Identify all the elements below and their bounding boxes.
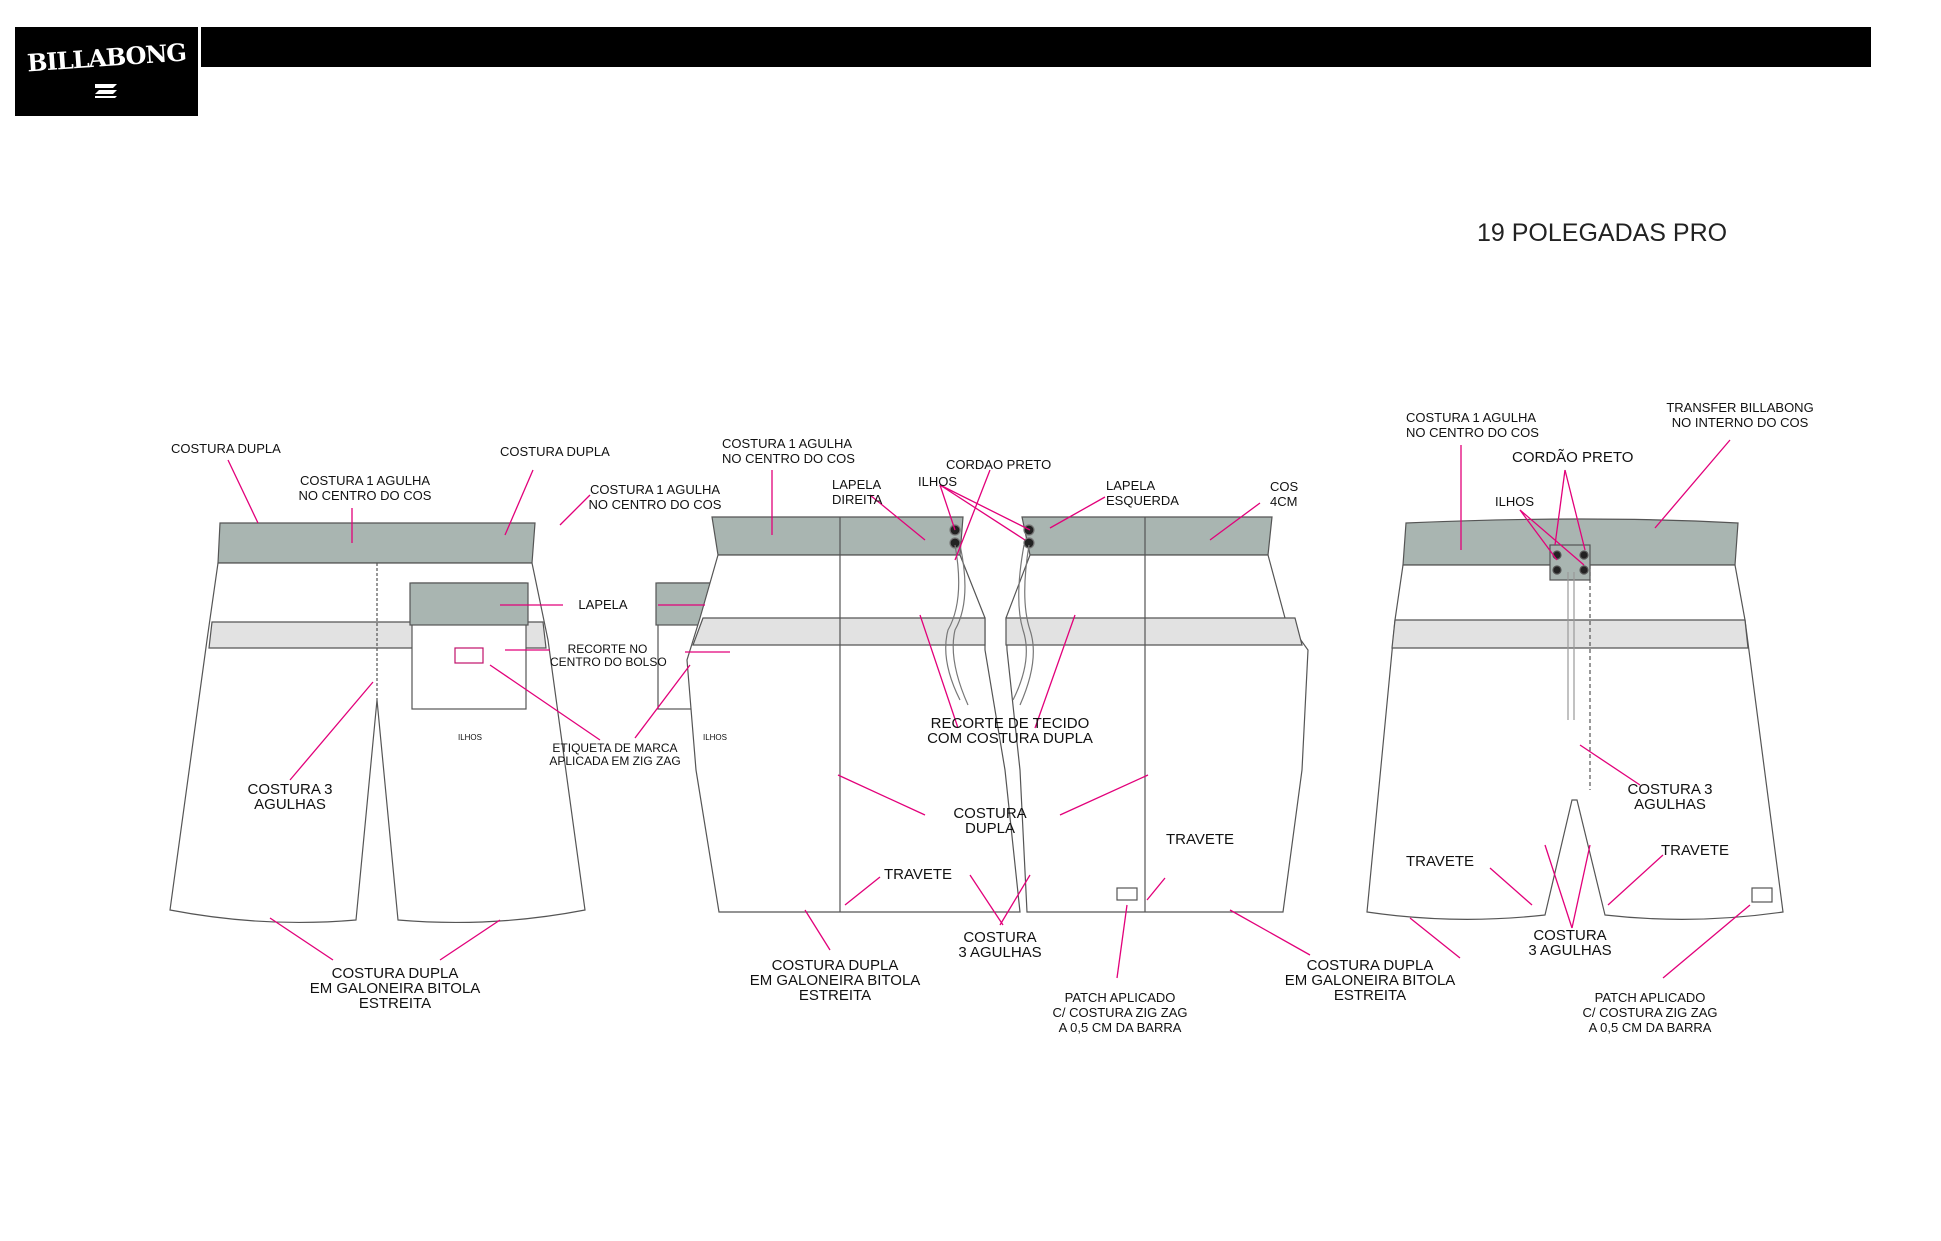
front-left-stripe: [692, 617, 986, 646]
label-right-costura-1-agulha: COSTURA 1 AGULHA NO CENTRO DO COS: [1406, 410, 1539, 440]
label-right-travete-right: TRAVETE: [1660, 842, 1730, 859]
label-right-transfer: TRANSFER BILLABONG NO INTERNO DO COS: [1666, 400, 1814, 430]
label-front-costura-dupla: COSTURA DUPLA: [953, 805, 1027, 837]
right-patch: [1751, 887, 1773, 903]
page-title: 19 POLEGADAS PRO: [1477, 219, 1728, 247]
header-bar: [201, 27, 1871, 67]
front-right-stripe: [1005, 617, 1303, 646]
back-waistband: [217, 522, 536, 564]
label-front-cos: COS 4CM: [1270, 479, 1299, 509]
label-back-costura-dupla-barra: COSTURA DUPLA EM GALONEIRA BITOLA ESTREI…: [309, 965, 481, 1012]
label-right-cordao-preto: CORDÃO PRETO: [1512, 449, 1634, 466]
label-front-lapela-esquerda: LAPELA ESQUERDA: [1106, 478, 1179, 508]
label-front-costura-dupla-barra-left: COSTURA DUPLA EM GALONEIRA BITOLA ESTREI…: [749, 957, 921, 1004]
label-right-costura-3-agulhas-lower: COSTURA 3 AGULHAS: [1528, 927, 1612, 959]
label-front-travete-left: TRAVETE: [883, 866, 953, 883]
brand-wave-icon: [95, 84, 117, 98]
brand-logo: BILLABONG: [15, 27, 198, 116]
label-back-recorte-bolso: RECORTE NO CENTRO DO BOLSO: [550, 642, 667, 669]
label-right-travete-left: TRAVETE: [1405, 853, 1475, 870]
label-front-costura-3-agulhas: COSTURA 3 AGULHAS: [958, 929, 1042, 961]
label-front-lapela-direita: LAPELA DIREITA: [832, 477, 883, 507]
label-back-etiqueta: ETIQUETA DE MARCA APLICADA EM ZIG ZAG: [549, 741, 681, 768]
right-waistband: [1402, 518, 1739, 566]
label-front-cordao-preto: CORDAO PRETO: [946, 457, 1052, 472]
label-right-costura-3-agulhas-upper: COSTURA 3 AGULHAS: [1627, 781, 1713, 813]
front-drawcords: [945, 524, 1035, 706]
label-front-costura-1-agulha: COSTURA 1 AGULHA NO CENTRO DO COS: [722, 436, 855, 466]
label-back-ilhos-right: ILHOS: [702, 733, 727, 742]
back-view-shorts: [169, 522, 586, 924]
front-patch: [1116, 887, 1138, 901]
back-brand-label: [454, 647, 484, 664]
right-stripe: [1391, 619, 1749, 649]
label-back-ilhos-left: ILHOS: [457, 733, 482, 742]
label-back-costura-3-agulhas: COSTURA 3 AGULHAS: [247, 781, 333, 813]
label-front-recorte-tecido: RECORTE DE TECIDO COM COSTURA DUPLA: [927, 715, 1093, 747]
front-left-waistband: [711, 516, 964, 556]
label-front-patch: PATCH APLICADO C/ COSTURA ZIG ZAG A 0,5 …: [1052, 990, 1188, 1035]
label-right-ilhos: ILHOS: [1495, 494, 1535, 509]
label-back-costura-dupla-right: COSTURA DUPLA: [500, 444, 610, 459]
right-view-shorts: [1366, 518, 1784, 920]
label-right-patch: PATCH APLICADO C/ COSTURA ZIG ZAG A 0,5 …: [1582, 990, 1718, 1035]
right-fly: [1549, 544, 1591, 581]
callout-lines: [227, 439, 1751, 979]
front-view-left-half: [686, 516, 1021, 913]
label-front-travete-right: TRAVETE: [1165, 831, 1235, 848]
label-back-costura-dupla-left: COSTURA DUPLA: [171, 441, 281, 456]
front-view-right-half: [1005, 516, 1309, 913]
label-back-costura-1-agulha-right: COSTURA 1 AGULHA NO CENTRO DO COS: [588, 482, 722, 512]
label-front-ilhos: ILHOS: [918, 474, 958, 489]
right-body: [1366, 564, 1784, 920]
label-back-costura-1-agulha: COSTURA 1 AGULHA NO CENTRO DO COS: [298, 473, 432, 503]
back-pocket-flap: [409, 582, 529, 626]
label-front-costura-dupla-barra-right: COSTURA DUPLA EM GALONEIRA BITOLA ESTREI…: [1284, 957, 1456, 1004]
label-back-lapela: LAPELA: [578, 597, 628, 612]
